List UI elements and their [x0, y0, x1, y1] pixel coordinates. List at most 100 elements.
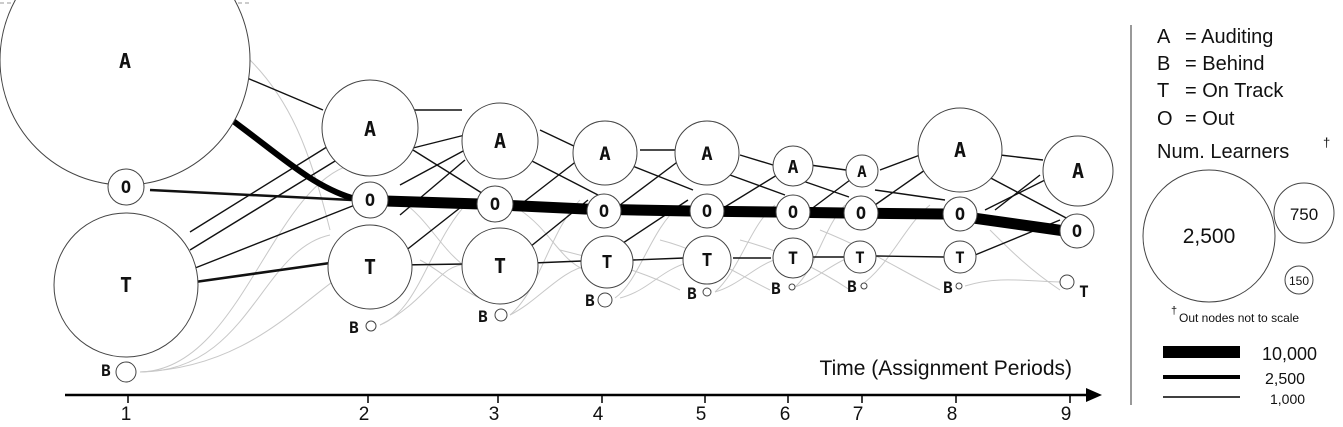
label-out-1: O: [121, 178, 131, 198]
node-behind-8: [955, 282, 963, 290]
tick-label-4: 4: [593, 404, 604, 425]
label-behind-4: B: [585, 291, 595, 310]
axis-title: Time (Assignment Periods): [820, 357, 1072, 380]
label-ontrack-2: T: [364, 255, 376, 279]
medium-edges: [149, 188, 353, 284]
node-out-6: [775, 194, 811, 230]
node-ontrack-8: [943, 240, 977, 274]
size-example-circle-small: [1284, 265, 1314, 295]
node-behind-6: [788, 283, 796, 291]
label-auditing-8: A: [954, 138, 966, 162]
legend-size-title-dagger: †: [1323, 135, 1330, 150]
label-auditing-7: A: [857, 162, 867, 181]
legend-label-t: = On Track: [1185, 80, 1284, 102]
label-ontrack-6: T: [788, 249, 798, 269]
size-example-label-large: 2,500: [1183, 225, 1236, 248]
label-auditing-5: A: [701, 143, 713, 165]
tick-label-6: 6: [780, 404, 791, 425]
node-ontrack-9: [1059, 274, 1075, 290]
legend-size-title: Num. Learners: [1157, 141, 1289, 163]
node-auditing-5: [674, 120, 740, 186]
label-out-3: O: [490, 195, 500, 215]
node-ontrack-7: [843, 240, 877, 274]
legend: A = Auditing B = Behind T = On Track O =…: [1130, 25, 1335, 407]
size-example-label-small: 150: [1289, 274, 1309, 288]
tick-label-1: 1: [121, 404, 132, 425]
label-auditing-3: A: [494, 129, 506, 153]
tick-label-5: 5: [696, 404, 707, 425]
node-auditing-8: [917, 107, 1003, 193]
tick-label-7: 7: [853, 404, 864, 425]
node-ontrack-6: [772, 237, 814, 279]
label-out-4: O: [599, 202, 609, 222]
legend-code-a: A: [1157, 26, 1171, 48]
node-out-5: [689, 193, 725, 229]
node-behind-5: [702, 287, 712, 297]
node-labels: A O T B A O T B A O T B A O T B A O T B …: [101, 49, 1089, 380]
node-ontrack-5: [682, 235, 732, 285]
footnote-text: Out nodes not to scale: [1179, 311, 1299, 325]
label-ontrack-5: T: [702, 250, 713, 271]
node-out-9: [1059, 213, 1095, 249]
label-ontrack-3: T: [494, 254, 506, 278]
legend-code-b: B: [1157, 53, 1170, 75]
edge-example-label-medium: 2,500: [1265, 371, 1305, 388]
node-behind-1: [115, 361, 137, 383]
nodes: [0, 0, 1114, 383]
label-out-2: O: [365, 191, 375, 211]
node-ontrack-1: [53, 212, 199, 358]
node-out-8: [942, 196, 978, 232]
node-out-7: [843, 195, 879, 231]
label-auditing-4: A: [599, 143, 611, 165]
node-out-3: [476, 185, 514, 223]
label-auditing-2: A: [364, 117, 376, 141]
label-out-8: O: [955, 205, 965, 225]
time-axis: Time (Assignment Periods) 1 2 3 4 5 6 7 …: [65, 357, 1102, 425]
edge-example-label-thick: 10,000: [1262, 344, 1317, 364]
label-behind-8: B: [943, 278, 953, 297]
label-ontrack-1: T: [120, 273, 132, 297]
label-behind-1: B: [101, 361, 111, 380]
size-example-label-medium: 750: [1290, 205, 1318, 224]
label-out-9: O: [1072, 222, 1082, 242]
axis-arrow-icon: [1086, 388, 1102, 402]
node-behind-3: [494, 308, 508, 322]
node-auditing-2: [321, 79, 419, 177]
node-auditing-6: [772, 145, 814, 187]
label-behind-7: B: [847, 277, 857, 296]
tick-label-2: 2: [359, 404, 370, 425]
node-auditing-3: [461, 102, 539, 180]
label-behind-2: B: [349, 318, 359, 337]
legend-label-b: = Behind: [1185, 53, 1265, 75]
node-ontrack-4: [580, 235, 634, 289]
node-behind-2: [365, 320, 377, 332]
label-out-6: O: [788, 203, 798, 223]
label-ontrack-7: T: [855, 248, 865, 267]
footnote-dagger: †: [1171, 305, 1177, 317]
tick-label-9: 9: [1061, 404, 1072, 425]
label-out-7: O: [856, 204, 866, 224]
node-ontrack-3: [461, 227, 539, 305]
node-auditing-1: [0, 0, 251, 186]
node-auditing-4: [572, 120, 638, 186]
label-behind-6: B: [771, 279, 781, 298]
tick-label-8: 8: [947, 404, 958, 425]
node-auditing-9: [1042, 135, 1114, 207]
label-behind-3: B: [478, 307, 488, 326]
label-auditing-6: A: [788, 157, 799, 178]
node-ontrack-2: [327, 224, 413, 310]
legend-label-o: = Out: [1185, 108, 1235, 130]
legend-label-a: = Auditing: [1185, 26, 1273, 48]
label-auditing-1: A: [119, 49, 131, 73]
edge-example-label-thin: 1,000: [1270, 391, 1305, 407]
legend-code-o: O: [1157, 108, 1173, 130]
legend-code-t: T: [1157, 80, 1169, 102]
label-auditing-9: A: [1072, 159, 1084, 183]
size-example-circle-medium: [1273, 182, 1335, 244]
node-behind-7: [860, 282, 868, 290]
node-out-1: [107, 168, 145, 206]
tick-label-3: 3: [489, 404, 500, 425]
label-out-5: O: [702, 202, 712, 222]
label-ontrack-4: T: [602, 252, 613, 273]
